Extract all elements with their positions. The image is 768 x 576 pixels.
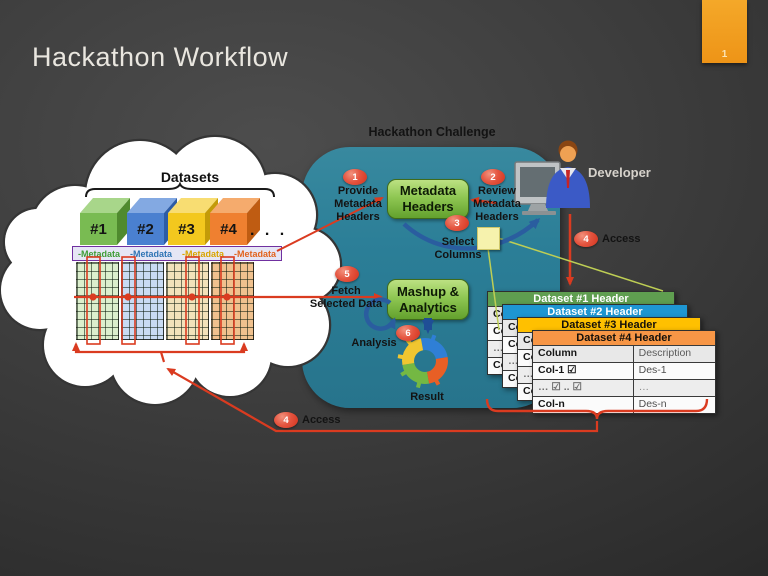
dataset-card-header: Dataset #1 Header xyxy=(488,292,674,306)
access-top-label: Access xyxy=(602,233,641,245)
cubes-ellipsis: . . . xyxy=(250,222,288,239)
data-grid-2 xyxy=(121,262,164,340)
step-5-label: Fetch Selected Data xyxy=(309,285,383,311)
access-top-badge: 4 xyxy=(574,231,598,247)
step-6-badge: 6 xyxy=(396,325,420,341)
dataset-cube-1: #1 xyxy=(80,198,130,245)
cube-label: #4 xyxy=(210,213,247,245)
grids-bracket xyxy=(72,342,248,354)
metadata-strip: -Metadata -Metadata -Metadata -Metadata xyxy=(72,246,282,261)
step-2-badge: 2 xyxy=(481,169,505,185)
sticky-note xyxy=(477,227,500,250)
analysis-label: Analysis xyxy=(351,337,397,349)
access-bottom-badge: 4 xyxy=(274,412,298,428)
dataset-card-header: Dataset #4 Header xyxy=(533,331,715,345)
cube-label: #3 xyxy=(168,213,205,245)
datasets-title: Datasets xyxy=(160,169,220,185)
challenge-title: Hackathon Challenge xyxy=(368,125,496,139)
step-1-label: Provide Metadata Headers xyxy=(334,185,382,224)
developer-label: Developer xyxy=(588,165,651,180)
page-number: 1 xyxy=(721,49,728,60)
dataset-cube-3: #3 xyxy=(168,198,218,245)
access-bottom-label: Access xyxy=(302,414,341,426)
result-label: Result xyxy=(410,391,444,403)
dataset-card-header: Dataset #2 Header xyxy=(503,305,687,319)
step-3-label: Select Columns xyxy=(434,236,482,262)
metadata-label-2: -Metadata xyxy=(129,248,172,259)
dataset-card-header: Dataset #3 Header xyxy=(518,318,700,332)
metadata-headers-box: Metadata Headers xyxy=(387,179,469,219)
cube-label: #1 xyxy=(80,213,117,245)
step-1-badge: 1 xyxy=(343,169,367,185)
metadata-label-1: -Metadata xyxy=(77,248,120,259)
data-grid-3 xyxy=(166,262,209,340)
page-number-tab: 1 xyxy=(702,0,747,63)
cube-label: #2 xyxy=(127,213,164,245)
step-2-label: Review Metadata Headers xyxy=(473,185,521,224)
datasets-brace xyxy=(85,181,275,198)
dataset-cube-4: #4 xyxy=(210,198,260,245)
metadata-label-3: -Metadata xyxy=(181,248,224,259)
mashup-analytics-box: Mashup & Analytics xyxy=(387,279,469,320)
data-grid-1 xyxy=(76,262,119,340)
metadata-label-4: -Metadata xyxy=(233,248,276,259)
page-title: Hackathon Workflow xyxy=(32,42,289,72)
step-3-badge: 3 xyxy=(445,215,469,231)
data-grid-4 xyxy=(211,262,254,340)
step-5-badge: 5 xyxy=(335,266,359,282)
